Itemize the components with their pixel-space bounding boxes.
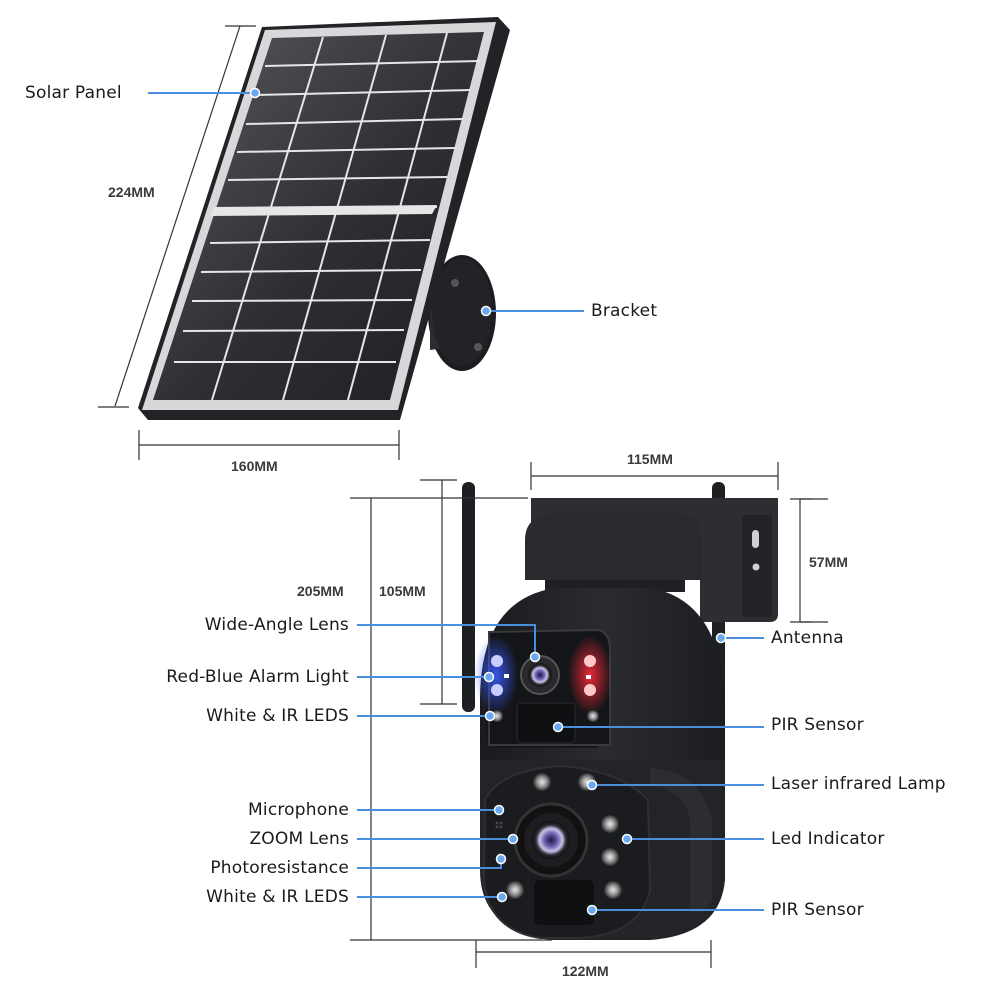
dimension-solar-height: 224MM [108,184,155,200]
callout-microphone: Microphone [248,800,349,820]
callout-laser-infrared-lamp: Laser infrared Lamp [771,774,946,794]
callout-white-ir-leds-lower: White & IR LEDS [206,887,349,907]
dimension-body-width: 122MM [562,963,609,979]
solar-dimension-lines [98,25,400,460]
dimension-mount-height: 57MM [809,554,848,570]
callout-lines [148,92,764,911]
camera-illustration [462,482,778,940]
callout-led-indicator: Led Indicator [771,829,885,849]
callout-pir-sensor-lower: PIR Sensor [771,900,864,920]
solar-panel-illustration [138,17,510,420]
callout-dots [249,87,727,916]
callout-antenna: Antenna [771,628,844,648]
callout-bracket: Bracket [591,301,658,321]
dimension-upper-height: 105MM [379,583,426,599]
callout-wide-angle-lens: Wide-Angle Lens [204,615,349,635]
callout-solar-panel: Solar Panel [25,83,122,103]
camera-dimension-lines [350,462,828,968]
dimension-solar-width: 160MM [231,458,278,474]
callout-zoom-lens: ZOOM Lens [249,829,349,849]
dimension-total-height: 205MM [297,583,344,599]
bracket-illustration [428,255,496,371]
callout-photoresistance: Photoresistance [210,858,349,878]
callout-white-ir-leds-upper: White & IR LEDS [206,706,349,726]
callout-pir-sensor-upper: PIR Sensor [771,715,864,735]
callout-red-blue-alarm-light: Red-Blue Alarm Light [166,667,349,687]
dimension-mount-width: 115MM [627,451,673,467]
